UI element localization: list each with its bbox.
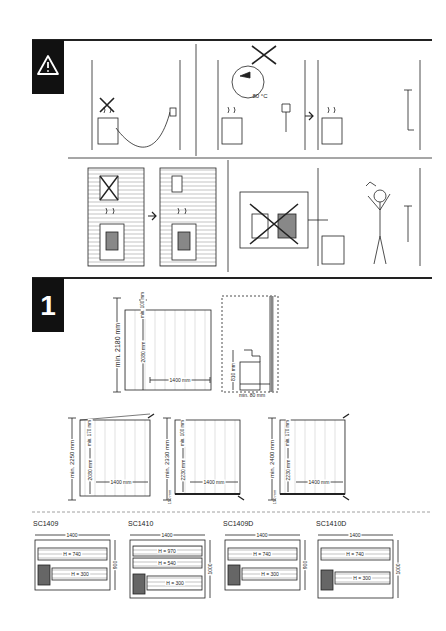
label-text: SC1410D — [316, 520, 346, 527]
label-text: SC1410 — [128, 520, 153, 527]
label-text: H = 740 — [345, 552, 365, 557]
label-text: SC1409 — [33, 520, 58, 527]
dimension-label: 1000 — [396, 562, 401, 575]
dimension-label: min. 2250 mm — [69, 439, 75, 479]
dimension-label: 150 mm — [168, 490, 172, 504]
label-text: 1400 — [65, 533, 78, 538]
section-number: 1 — [40, 292, 56, 320]
dimension-label: 810 mm — [231, 362, 236, 382]
dimension-label: 2080 mm — [141, 341, 146, 364]
label-text: 1400 mm — [110, 480, 133, 485]
dimension-label: min. 100 mm — [141, 291, 146, 319]
label-text: H = 300 — [352, 576, 372, 581]
label-text: 1400 — [348, 533, 361, 538]
dimension-label: min. 2180 mm — [114, 322, 121, 368]
label-text: H = 740 — [62, 552, 82, 557]
dimension-label: 2230 mm — [181, 459, 186, 482]
dimension-label: 900 — [303, 560, 308, 570]
label-text: 80 °C — [252, 93, 267, 99]
label-text: H = 300 — [260, 572, 280, 577]
label-text: H = 970 — [157, 549, 177, 554]
dimension-label: min. 170 mm — [88, 419, 93, 447]
dimension-label: min. 2400 mm — [269, 439, 275, 479]
dimension-label: min. 100 mm — [181, 419, 186, 447]
dimension-label: 1000 — [208, 562, 213, 575]
label-text: 1400 — [160, 533, 173, 538]
label-text: SC1409D — [223, 520, 253, 527]
label-text: 1400 mm — [169, 378, 192, 383]
dimension-label: min. 170 mm — [286, 419, 291, 447]
dimension-label: min. 2330 mm — [164, 439, 170, 479]
dimension-label: 2230 mm — [286, 459, 291, 482]
dimension-label: 900 — [113, 560, 118, 570]
dimension-label: 150 mm — [273, 490, 277, 504]
label-text: H = 300 — [165, 581, 185, 586]
label-text: H = 540 — [157, 561, 177, 566]
label-text: min. 80 mm — [239, 393, 265, 398]
label-text: 1400 — [255, 533, 268, 538]
label-text: 1400 mm — [203, 480, 226, 485]
dimension-label: 2080 mm — [88, 459, 93, 482]
label-text: 1400 mm — [308, 480, 331, 485]
label-text: H = 300 — [70, 572, 90, 577]
label-text: H = 740 — [252, 552, 272, 557]
